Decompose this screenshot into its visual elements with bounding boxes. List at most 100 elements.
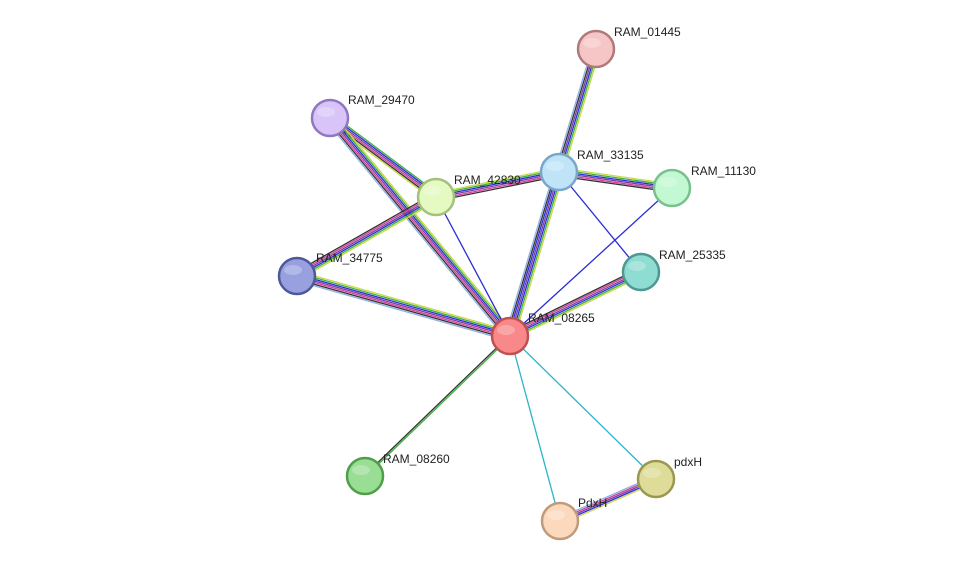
edge-line [435,169,559,196]
node-RAM_33135[interactable]: RAM_33135 [539,148,644,192]
edge-line [331,115,438,196]
node-label: RAM_29470 [348,93,415,107]
node-label: RAM_08265 [528,311,595,325]
node-label: RAM_01445 [614,25,681,39]
edge-line [509,335,657,480]
node-highlight [497,325,515,335]
node-label: RAM_11130 [691,164,756,178]
node-label: RAM_42830 [454,173,521,187]
edge-line [504,170,556,335]
edge-line [509,187,673,337]
node-RAM_08260[interactable]: RAM_08260 [345,452,450,496]
edge-line [559,167,673,185]
node-highlight [284,265,302,275]
edge-line [508,269,641,335]
node-circle[interactable] [576,29,616,69]
edge-RAM_33135-RAM_08265 [504,170,565,338]
node-highlight [659,177,677,187]
node-highlight [423,186,441,196]
edge-line [296,275,511,337]
edge-line [559,49,598,173]
edge-line [560,49,599,173]
edge-line [330,116,512,336]
edge-RAM_25335-RAM_08265 [507,267,644,341]
edge-line [330,116,437,197]
node-pdxH[interactable]: pdxH [636,455,702,499]
node-circle[interactable] [621,252,661,292]
edge-line [333,114,515,334]
node-circle[interactable] [652,168,692,208]
node-highlight [317,107,335,117]
node-circle[interactable] [310,98,350,138]
edge-line [332,114,439,195]
edge-line [436,175,560,202]
edge-line [295,279,509,342]
node-RAM_29470[interactable]: RAM_29470 [310,93,415,138]
node-circle[interactable] [277,256,317,296]
node-highlight [583,38,601,48]
nodes-layer: RAM_01445RAM_29470RAM_33135RAM_11130RAM_… [277,25,756,541]
edge-line [327,119,509,339]
node-circle[interactable] [540,501,580,541]
edge-line [554,47,593,172]
node-circle[interactable] [490,316,530,356]
node-label: RAM_08260 [383,452,450,466]
edge-line [509,270,641,336]
node-RAM_11130[interactable]: RAM_11130 [652,164,756,208]
edge-RAM_08265-RAM_08260 [363,334,512,478]
edge-RAM_29470-RAM_08265 [325,114,515,340]
edge-line [329,117,511,337]
node-RAM_25335[interactable]: RAM_25335 [621,248,726,292]
node-RAM_01445[interactable]: RAM_01445 [576,25,681,69]
node-highlight [352,465,370,475]
node-RAM_08265[interactable]: RAM_08265 [490,311,595,356]
edge-RAM_08265-pdxH [509,335,657,480]
edge-line [510,273,643,339]
node-label: RAM_34775 [316,251,383,265]
node-RAM_42830[interactable]: RAM_42830 [416,173,521,217]
edge-line [507,267,640,333]
edge-line [513,173,565,338]
edge-RAM_42830-RAM_08265 [435,196,511,337]
edge-line [436,172,560,199]
node-highlight [546,161,564,171]
edge-RAM_33135-RAM_25335 [558,171,642,273]
edge-line [435,170,559,197]
node-RAM_34775[interactable]: RAM_34775 [277,251,383,296]
edge-line [510,172,562,337]
edge-line [557,48,596,172]
edge-line [325,120,507,340]
edge-line [509,335,561,522]
edge-line [512,172,563,338]
node-circle[interactable] [416,177,456,217]
node-label: RAM_33135 [577,148,644,162]
node-circle[interactable] [345,456,385,496]
edge-line [435,196,511,337]
edge-RAM_34775-RAM_08265 [295,270,512,342]
node-circle[interactable] [539,152,579,192]
edge-line [298,270,512,333]
node-label: PdxH [578,496,607,510]
edge-line [506,170,557,336]
edges-layer [294,47,673,525]
edge-line [328,118,510,338]
edge-line [365,336,512,478]
edge-RAM_42830-RAM_33135 [435,167,560,202]
edge-line [511,275,644,341]
edge-line [298,199,439,281]
edge-line [296,195,436,276]
node-label: pdxH [674,455,702,469]
edge-line [510,272,642,338]
edge-line [297,198,438,279]
node-circle[interactable] [636,459,676,499]
edge-line [558,171,642,273]
edge-line [296,276,510,339]
edge-line [331,115,513,335]
edge-line [363,334,510,476]
node-label: RAM_25335 [659,248,726,262]
edge-line [507,171,559,336]
edge-RAM_01445-RAM_33135 [554,47,601,174]
node-PdxH[interactable]: PdxH [540,496,607,541]
edge-line [327,120,434,201]
